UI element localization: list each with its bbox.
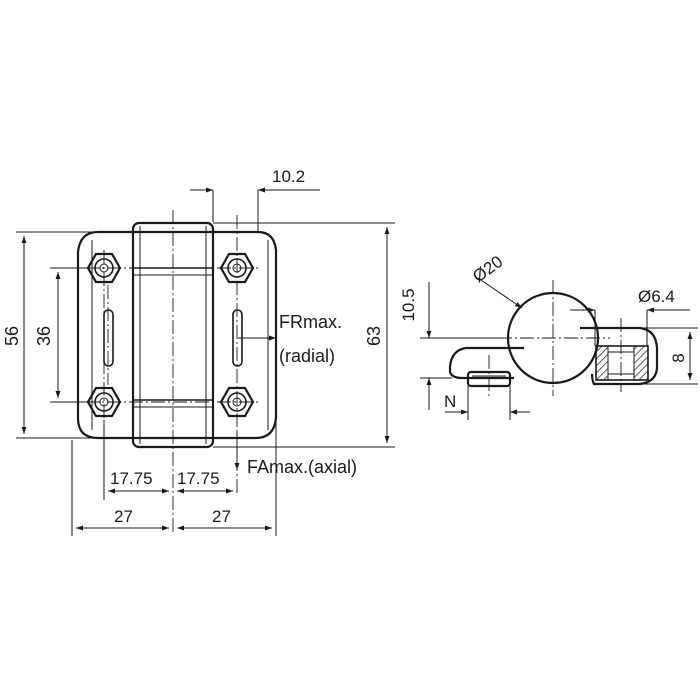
dim-dia-6-4-label: Ø6.4 [638,287,675,306]
dim-27-right-label: 27 [212,507,231,526]
leaf-plate-outline [76,230,278,440]
slot-left [103,309,114,367]
radial-load-label: FRmax. [279,312,342,332]
dim-10-5-label: 10.5 [399,288,418,321]
dim-dia-20-label: Ø20 [469,252,506,286]
side-view [448,280,659,396]
radial-load-sub-label: (radial) [279,346,335,366]
front-view-dimensions: 10.2 56 36 63 17.75 17.75 27 27 [2,167,395,536]
dim-36-label: 36 [34,326,54,346]
dim-27-left-label: 27 [114,507,133,526]
dim-17-75-right-label: 17.75 [177,469,220,488]
side-leaf-left [448,346,524,380]
dim-63-label: 63 [364,326,384,346]
dim-10-2-label: 10.2 [272,167,305,186]
axial-load-label: FAmax.(axial) [247,457,357,477]
dim-56-label: 56 [2,326,22,346]
load-annotations: FRmax. (radial) FAmax.(axial) [234,312,357,477]
dim-17-75-left-label: 17.75 [110,469,153,488]
dim-8-label: 8 [669,353,688,362]
side-leaf-right [580,326,659,386]
dim-n-label: N [444,392,456,411]
